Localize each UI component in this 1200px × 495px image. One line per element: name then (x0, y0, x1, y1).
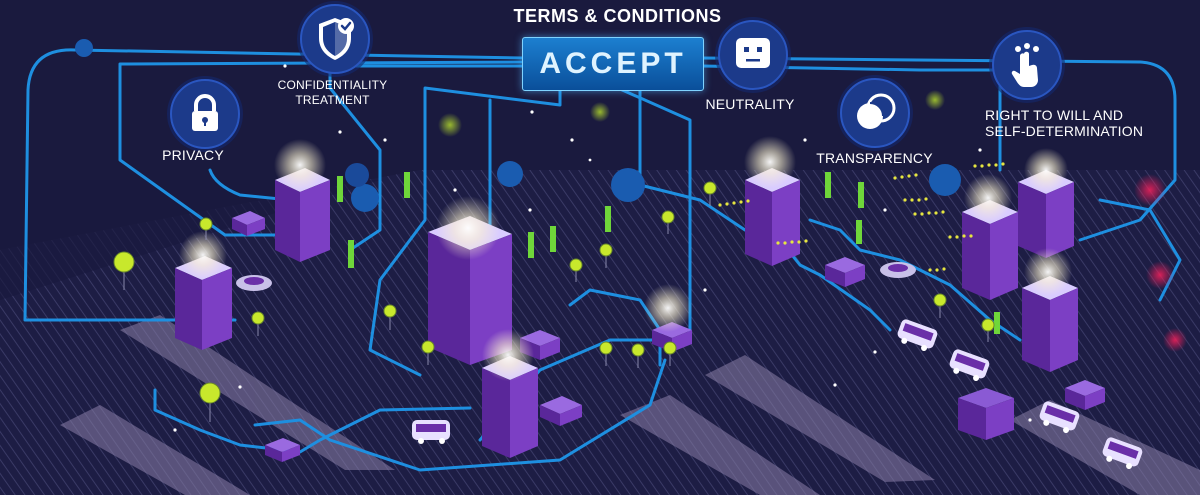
shield-check-icon (319, 18, 354, 60)
robot-face-icon (736, 38, 770, 68)
rooftop-lights (179, 136, 1072, 381)
hand-touch-icon (1011, 43, 1039, 87)
self-determination-label-line1: RIGHT TO WILL AND (985, 107, 1124, 123)
ambient-glows (438, 90, 1187, 352)
confidentiality-label-line2: TREATMENT (295, 93, 370, 107)
confidentiality-label: CONFIDENTIALITY TREATMENT (270, 78, 395, 108)
trees (113, 181, 995, 422)
self-determination-badge (992, 30, 1062, 100)
page-title: TERMS & CONDITIONS (513, 6, 722, 26)
overlapping-circles-icon (857, 93, 896, 129)
self-determination-label: RIGHT TO WILL AND SELF-DETERMINATION (985, 107, 1155, 139)
padlock-icon (192, 94, 218, 131)
accept-button[interactable]: ACCEPT (522, 37, 704, 91)
green-markers (337, 172, 1000, 334)
light-dots (718, 162, 1005, 272)
neutrality-badge (718, 20, 788, 90)
confidentiality-badge (300, 4, 370, 74)
privacy-badge (170, 79, 240, 149)
vehicles (236, 262, 1143, 469)
transparency-badge (840, 78, 910, 148)
transparency-label: TRANSPARENCY (816, 150, 933, 166)
roads (60, 315, 1200, 495)
neutrality-label: NEUTRALITY (705, 96, 795, 112)
blue-orbs (75, 39, 961, 212)
confidentiality-label-line1: CONFIDENTIALITY (277, 78, 388, 92)
self-determination-label-line2: SELF-DETERMINATION (985, 123, 1144, 139)
privacy-label: PRIVACY (162, 147, 224, 163)
